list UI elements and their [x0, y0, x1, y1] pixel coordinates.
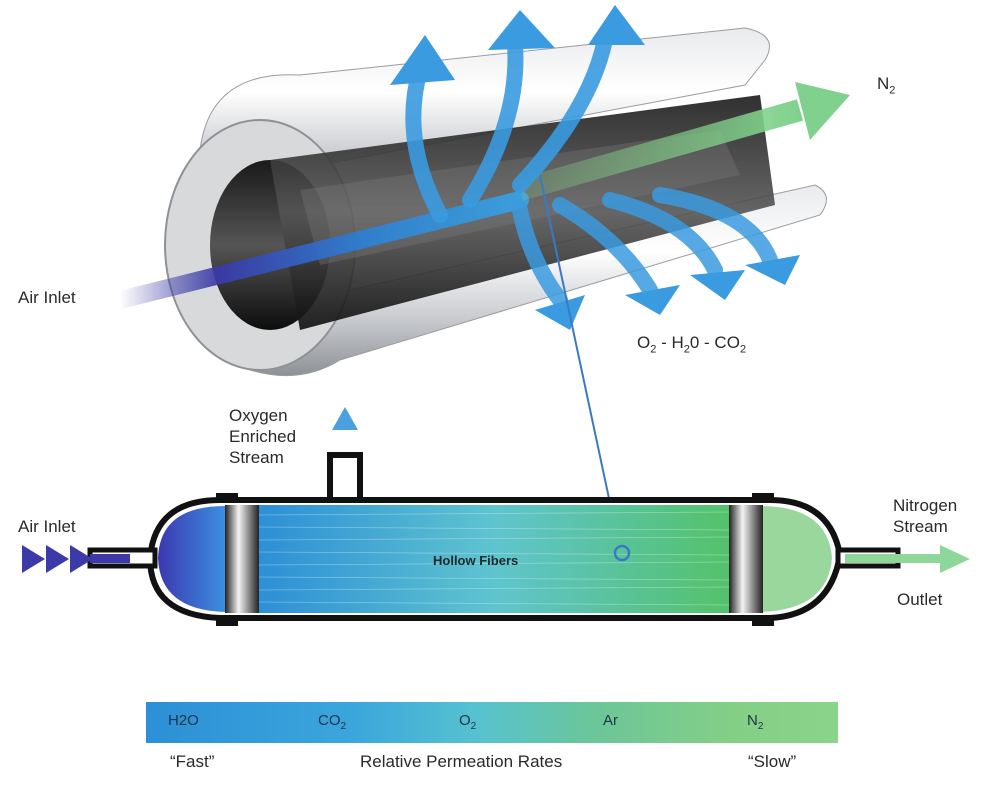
permeation-scale-bar: H2O CO2 O2 Ar N2: [146, 702, 838, 743]
permeate-arrows-down: [512, 187, 778, 308]
scale-gas-n2: N2: [747, 712, 763, 732]
permeate-arrowheads-up: [390, 5, 645, 85]
air-inlet-arrows: [22, 545, 130, 573]
scale-gas-ar-base: Ar: [603, 712, 618, 729]
gas-h: - H: [656, 333, 684, 352]
fiber-zoom-marker: [613, 544, 631, 562]
permeate-arrowheads-down: [535, 255, 800, 330]
oxygen-stream-label: Oxygen Enriched Stream: [229, 405, 339, 468]
scale-gas-ar: Ar: [603, 712, 618, 729]
permeate-gases-label: O2 - H20 - CO2: [637, 332, 746, 360]
scale-gas-h2o-base: H: [168, 712, 179, 729]
n2-label: N2: [877, 73, 895, 101]
hollow-fiber-bundle: [259, 505, 729, 613]
nitrogen-outlet-arrow: [845, 545, 970, 573]
air-inlet-label-top: Air Inlet: [18, 288, 76, 307]
oxygen-line-2: Enriched: [229, 427, 297, 446]
gas-o-sub: 2: [650, 343, 657, 356]
scale-gas-o2-base: O: [459, 712, 471, 729]
zoom-leader-line: [539, 174, 621, 551]
permeate-arrows-up: [405, 32, 613, 223]
nitrogen-stream-label: Nitrogen Stream: [893, 495, 993, 537]
fast-label: “Fast”: [170, 752, 215, 771]
oxygen-line-1: Oxygen: [229, 406, 288, 425]
n2-symbol: N: [877, 74, 890, 93]
slow-label: “Slow”: [748, 752, 797, 771]
scale-gas-n2-sub: 2: [757, 721, 764, 732]
n2-outlet-arrow: [516, 82, 850, 201]
permeation-scale-title: Relative Permeation Rates: [360, 752, 563, 771]
scale-gas-co2-base: CO: [318, 712, 341, 729]
scale-gas-n2-base: N: [747, 712, 758, 729]
air-inlet-beam: [111, 191, 529, 309]
gas-h-sub: 2: [683, 343, 690, 356]
oxygen-line-3: Stream: [229, 448, 284, 467]
membrane-module: [87, 407, 901, 626]
scale-gas-co2: CO2: [318, 712, 346, 732]
n2-subscript: 2: [889, 84, 896, 97]
hollow-fibers-label: Hollow Fibers: [433, 553, 519, 568]
gas-co-sub: 2: [739, 343, 747, 356]
air-inlet-label-bottom: Air Inlet: [18, 517, 76, 536]
scale-gas-co2-sub: 2: [340, 721, 347, 732]
scale-gas-h2o-tail: 2O: [178, 712, 199, 729]
outlet-label: Outlet: [897, 590, 943, 609]
gas-mid: 0 - CO: [689, 333, 740, 352]
scale-gas-o2-sub: 2: [470, 721, 477, 732]
nitrogen-line-1: Nitrogen: [893, 496, 958, 515]
nitrogen-line-2: Stream: [893, 517, 948, 536]
scale-gas-o2: O2: [459, 712, 476, 732]
gas-o: O: [637, 333, 651, 352]
scale-gas-h2o: H2O: [168, 712, 199, 729]
